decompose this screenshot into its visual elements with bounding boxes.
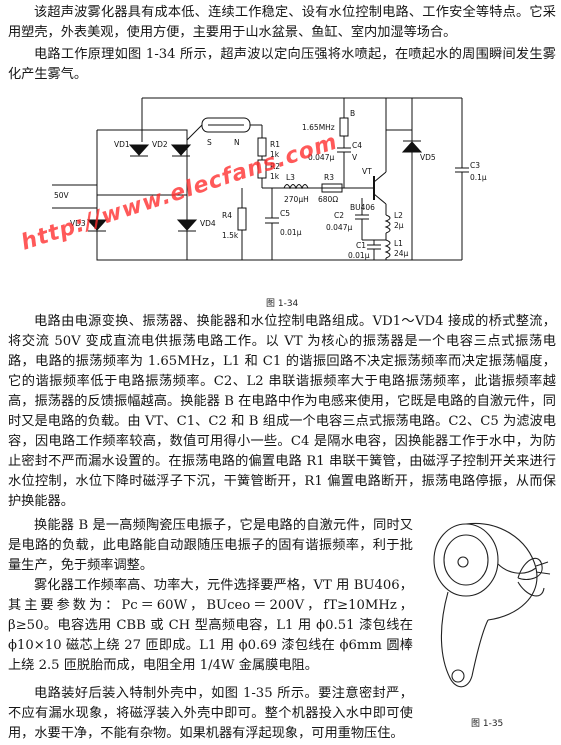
figure-1-34-caption: 图 1-34 bbox=[266, 299, 299, 309]
label-r3: R3 bbox=[324, 173, 334, 182]
label-l1: L1 bbox=[394, 239, 403, 248]
label-r1: R1 bbox=[270, 140, 280, 149]
label-r2: R2 bbox=[270, 162, 280, 171]
label-vd2: VD2 bbox=[152, 140, 168, 149]
label-c5: C5 bbox=[280, 209, 290, 218]
label-l2-value: 2μ bbox=[394, 221, 404, 230]
label-vd5: VD5 bbox=[420, 153, 436, 162]
label-vd3: VD3 bbox=[70, 219, 86, 228]
transducer-b bbox=[339, 117, 349, 137]
float-coil bbox=[517, 557, 543, 581]
inductor-l3 bbox=[283, 184, 309, 190]
label-c3: C3 bbox=[470, 161, 480, 170]
label-vt: VT bbox=[362, 167, 372, 176]
inductor-l1 bbox=[384, 239, 391, 259]
resistor-r3 bbox=[321, 183, 343, 193]
label-v: V bbox=[352, 153, 358, 162]
figure-1-35-caption: 图 1-35 bbox=[471, 719, 504, 729]
label-vd4: VD4 bbox=[200, 219, 216, 228]
resistor-r4 bbox=[237, 207, 247, 231]
label-50v: 50V bbox=[54, 191, 70, 200]
intro-paragraph-2: 电路工作原理如图 1-34 所示，超声波以定向压强将水喷起，在喷起水的周围瞬间发… bbox=[8, 47, 556, 82]
body-paragraph-components: 雾化器工作频率高、功率大，元件选择要严格，VT 用 BU406，其主要参数为：P… bbox=[8, 578, 413, 673]
label-r2-value: 1k bbox=[270, 172, 280, 181]
label-s: S bbox=[207, 138, 212, 147]
label-c3-value: 0.1μ bbox=[470, 173, 487, 182]
label-c5-value: 0.01μ bbox=[280, 228, 302, 237]
diode-vd3 bbox=[86, 219, 108, 231]
wire-bottom-rail bbox=[96, 130, 412, 261]
label-c2: C2 bbox=[334, 211, 344, 220]
label-b: B bbox=[350, 109, 355, 118]
body-paragraph-assembly: 电路装好后装入特制外壳中，如图 1-35 所示。要注意密封严，不应有漏水现象，将… bbox=[8, 686, 413, 741]
label-r4: R4 bbox=[222, 211, 232, 220]
label-c4: C4 bbox=[352, 141, 362, 150]
label-vd1: VD1 bbox=[114, 140, 130, 149]
housing-base-arm bbox=[440, 591, 489, 688]
mounting-hole bbox=[451, 669, 465, 683]
label-l1-value: 24μ bbox=[394, 249, 409, 258]
label-bu406: BU406 bbox=[350, 203, 375, 212]
label-r3-value: 680Ω bbox=[318, 195, 338, 204]
label-r1-value: 1k bbox=[270, 150, 280, 159]
label-c1: C1 bbox=[356, 241, 366, 250]
label-c1-value: 0.01μ bbox=[348, 251, 370, 260]
diode-vd5 bbox=[401, 141, 423, 153]
label-l3-value: 270μH bbox=[284, 195, 309, 204]
body-paragraph-circuit: 电路由电源变换、振荡器、换能器和水位控制电路组成。VD1～VD4 接成的桥式整流… bbox=[8, 314, 556, 509]
diode-vd2 bbox=[170, 144, 192, 156]
label-c2-value: 0.047μ bbox=[326, 223, 352, 232]
label-l2: L2 bbox=[394, 211, 403, 220]
label-r4-value: 1.5k bbox=[222, 231, 239, 240]
label-n: N bbox=[234, 138, 240, 147]
intro-paragraph-1: 该超声波雾化器具有成本低、连续工作稳定、设有水位控制电路、工作安全等特点。它采用… bbox=[8, 5, 556, 40]
figure-1-35-housing-drawing bbox=[433, 522, 551, 688]
diode-vd1 bbox=[128, 144, 150, 156]
label-b-frequency: 1.65MHz bbox=[302, 123, 335, 132]
circuit-diagram-figure-1-34: VD1 VD2 VD3 VD4 50V S N R1 1k R2 1k R4 1… bbox=[22, 97, 487, 261]
label-c4-value: 0.047μ bbox=[308, 153, 334, 162]
diode-vd4 bbox=[176, 219, 198, 231]
label-l3: L3 bbox=[286, 173, 295, 182]
inductor-l2 bbox=[384, 214, 391, 234]
body-paragraph-transducer: 换能器 B 是一高频陶瓷压电振子，它是电路的自激元件，同时又是电路的负载，此电路… bbox=[8, 518, 413, 573]
